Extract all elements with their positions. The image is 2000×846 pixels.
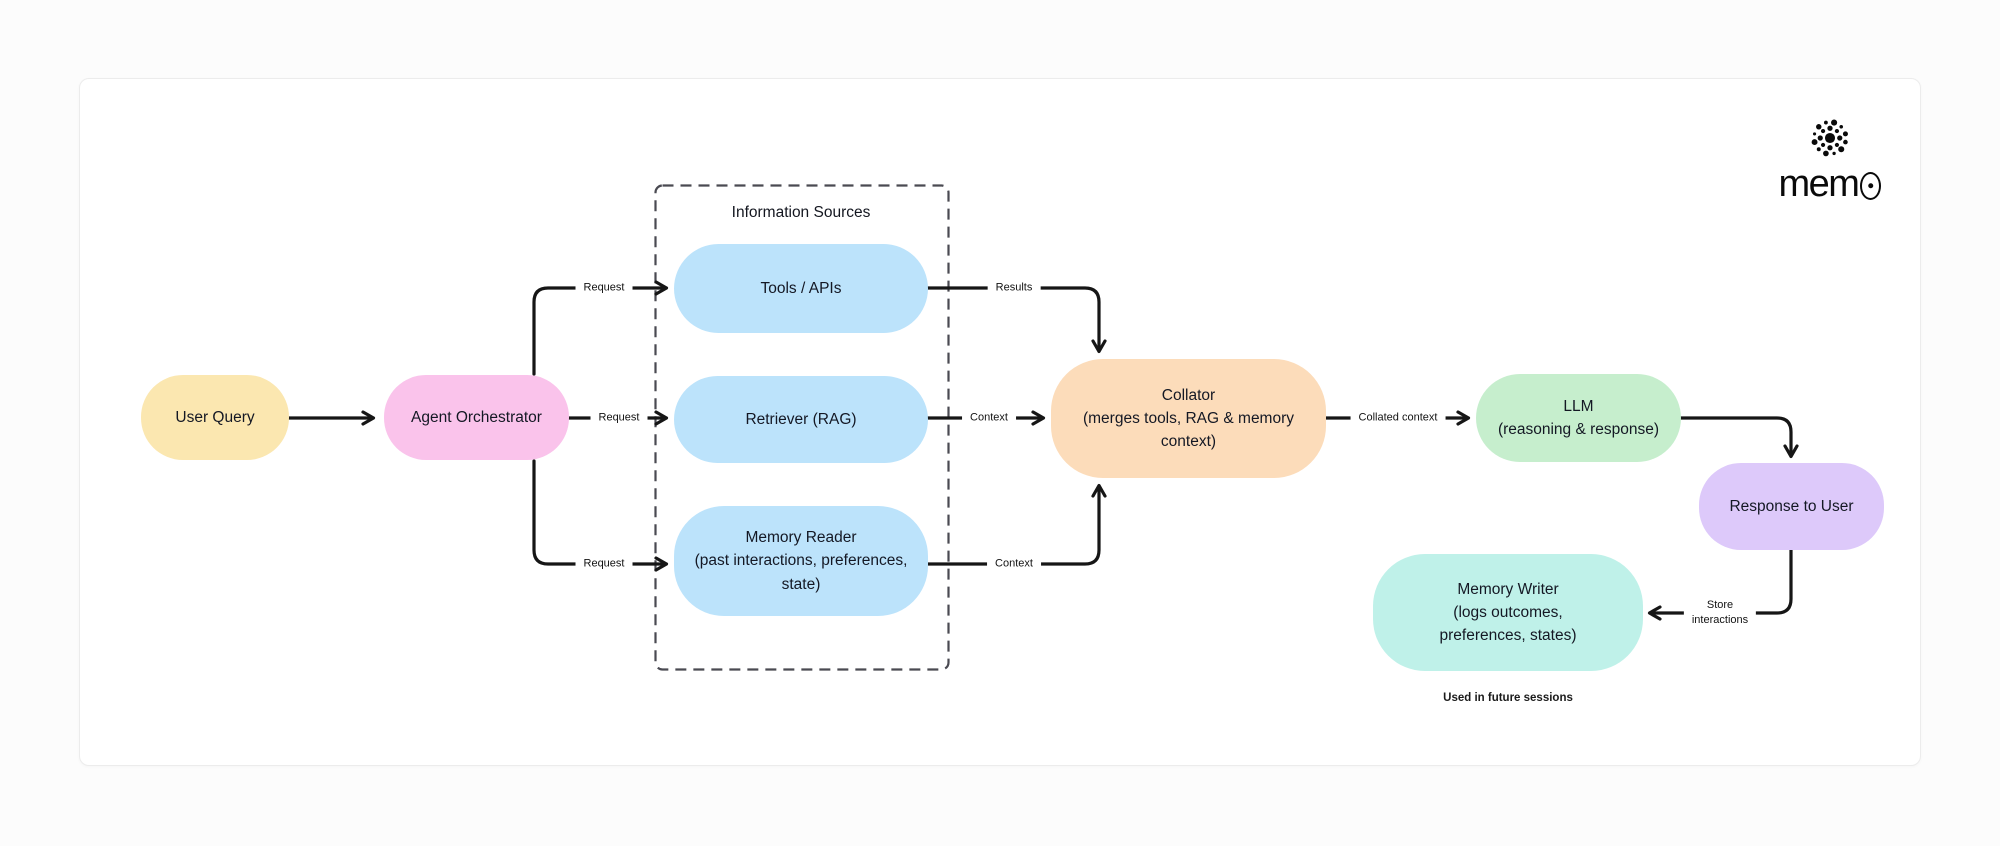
logo-wordmark: mem: [1779, 163, 1882, 206]
node-collator: Collator (merges tools, RAG & memory con…: [1051, 359, 1326, 478]
edge-llm-to-response: [1679, 416, 1799, 459]
node-response-to-user: Response to User: [1699, 463, 1884, 550]
node-tools-apis: Tools / APIs: [674, 244, 928, 333]
node-llm: LLM (reasoning & response): [1476, 374, 1681, 462]
node-user-query: User Query: [141, 375, 289, 460]
node-retriever-rag: Retriever (RAG): [674, 376, 928, 463]
edge-request-memory: [532, 459, 669, 572]
edge-results: [924, 286, 1107, 354]
edge-label-context-memory: Context: [987, 554, 1041, 574]
memory-writer-caption: Used in future sessions: [1443, 692, 1573, 704]
mem0-logo: mem: [1760, 117, 1900, 206]
edge-request-tools: [532, 280, 669, 376]
edge-label-collated-context: Collated context: [1350, 408, 1446, 428]
edge-context-memory: [924, 483, 1107, 566]
node-memory-writer: Memory Writer (logs outcomes, preference…: [1373, 554, 1643, 671]
logo-wordmark-text: mem: [1778, 163, 1860, 205]
dot-cluster-icon: [1811, 119, 1848, 157]
logo-zero-glyph: [1860, 171, 1882, 200]
edge-label-store-interactions: Store interactions: [1683, 596, 1757, 630]
node-memory-reader: Memory Reader (past interactions, prefer…: [674, 506, 928, 616]
edge-label-results: Results: [987, 278, 1041, 298]
edge-label-request-tools: Request: [575, 278, 633, 298]
edge-label-request-memory: Request: [575, 554, 633, 574]
diagram-card: User Query Agent Orchestrator Informatio…: [79, 78, 1921, 766]
information-sources-title: Information Sources: [731, 204, 871, 221]
edge-label-request-retriever: Request: [590, 408, 648, 428]
edge-label-context-rag: Context: [962, 408, 1016, 428]
node-agent-orchestrator: Agent Orchestrator: [384, 375, 569, 460]
